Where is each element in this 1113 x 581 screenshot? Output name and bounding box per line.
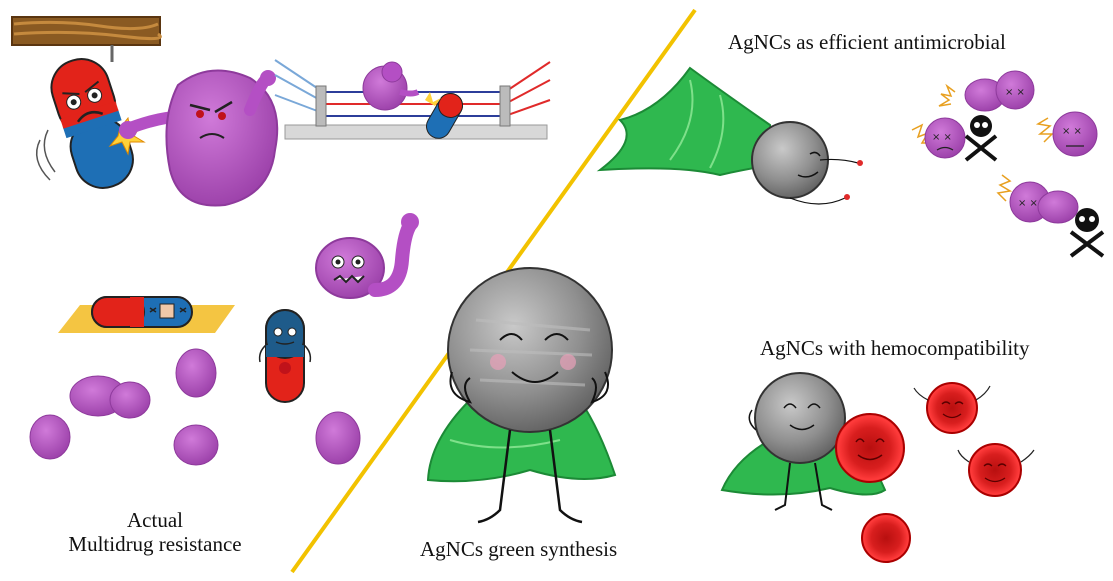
label-antimicrobial: AgNCs as efficient antimicrobial xyxy=(728,30,1006,54)
silver-nanocluster-hero xyxy=(426,267,617,524)
label-green-synthesis: AgNCs green synthesis xyxy=(420,537,618,561)
silver-nanocluster-flying xyxy=(596,66,863,205)
label-mdr-line2: Multidrug resistance xyxy=(68,532,242,556)
bacteria-cluster xyxy=(29,348,361,466)
label-hemocompatibility: AgNCs with hemocompatibility xyxy=(760,336,1030,360)
svg-text:× ×: × × xyxy=(1062,126,1082,137)
svg-text:× ×: × × xyxy=(1005,87,1025,98)
bacterium-strong xyxy=(315,213,419,299)
wooden-beam xyxy=(11,16,162,46)
punching-bag-icon xyxy=(50,58,134,189)
boxing-ring xyxy=(274,59,551,140)
label-multidrug-resistance: Actual Multidrug resistance xyxy=(30,508,280,556)
red-blood-cells xyxy=(835,382,1035,563)
skull-crossbones-icon xyxy=(964,115,998,162)
capsule-standing xyxy=(258,309,312,403)
label-mdr-line1: Actual xyxy=(127,508,183,532)
svg-text:× ×: × × xyxy=(1018,198,1038,209)
dead-bacteria-group: × × × × × × × × xyxy=(911,70,1098,224)
svg-text:× ×: × × xyxy=(932,132,952,143)
skull-crossbones-icon xyxy=(1069,208,1105,258)
bacterium-boxer xyxy=(119,69,279,207)
capsule-lying xyxy=(91,296,193,328)
